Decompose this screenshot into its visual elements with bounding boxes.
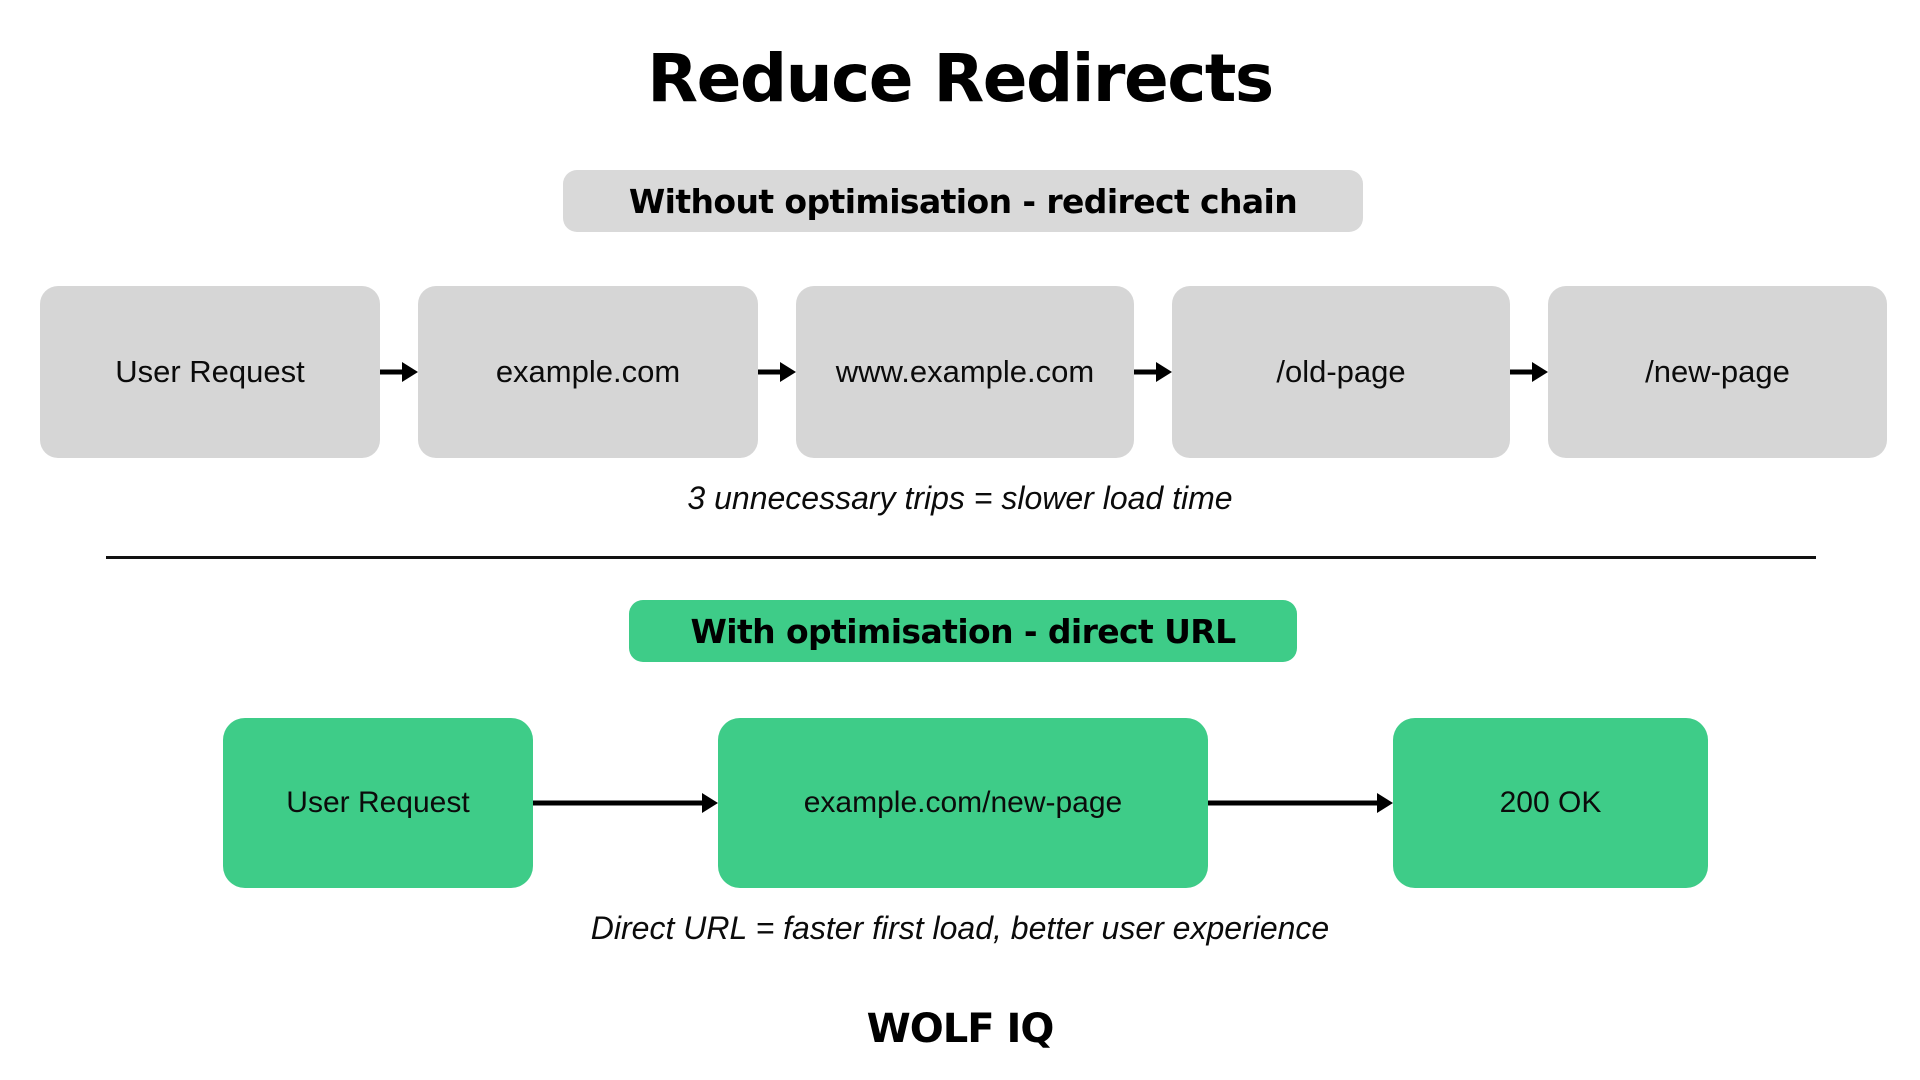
section-badge-with-optimisation: With optimisation - direct URL xyxy=(629,600,1297,662)
arrow-shaft xyxy=(758,369,787,375)
arrow-right-icon xyxy=(1510,362,1548,382)
arrow-right-icon xyxy=(758,362,796,382)
arrow-shaft xyxy=(533,800,709,806)
flow-node-example-com: example.com xyxy=(418,286,758,458)
arrow-right-icon xyxy=(533,793,718,813)
section-badge-without-optimisation: Without optimisation - redirect chain xyxy=(563,170,1363,232)
arrow-shaft xyxy=(1208,800,1384,806)
arrow-head xyxy=(780,362,796,382)
direct-url-flow: User Request example.com/new-page 200 OK xyxy=(223,718,1711,888)
redirect-chain-flow: User Request example.com www.example.com… xyxy=(40,286,1887,458)
flow-node-new-page: /new-page xyxy=(1548,286,1887,458)
flow-node-example-com-new-page: example.com/new-page xyxy=(718,718,1208,888)
arrow-head xyxy=(1377,793,1393,813)
arrow-shaft xyxy=(1510,369,1539,375)
flow-node-200-ok: 200 OK xyxy=(1393,718,1708,888)
arrow-head xyxy=(1156,362,1172,382)
flow-node-user-request-optimised: User Request xyxy=(223,718,533,888)
arrow-right-icon xyxy=(380,362,418,382)
arrow-right-icon xyxy=(1134,362,1172,382)
flow-node-old-page: /old-page xyxy=(1172,286,1510,458)
arrow-head xyxy=(402,362,418,382)
brand-logo: WOLF IQ xyxy=(866,1006,1055,1052)
arrow-shaft xyxy=(1134,369,1163,375)
arrow-head xyxy=(702,793,718,813)
page-title: Reduce Redirects xyxy=(647,40,1274,117)
section-divider xyxy=(106,556,1816,559)
flow-node-www-example-com: www.example.com xyxy=(796,286,1134,458)
arrow-head xyxy=(1532,362,1548,382)
caption-with-optimisation: Direct URL = faster first load, better u… xyxy=(590,910,1330,946)
flow-node-user-request: User Request xyxy=(40,286,380,458)
arrow-right-icon xyxy=(1208,793,1393,813)
arrow-shaft xyxy=(380,369,409,375)
caption-without-optimisation: 3 unnecessary trips = slower load time xyxy=(687,480,1233,516)
